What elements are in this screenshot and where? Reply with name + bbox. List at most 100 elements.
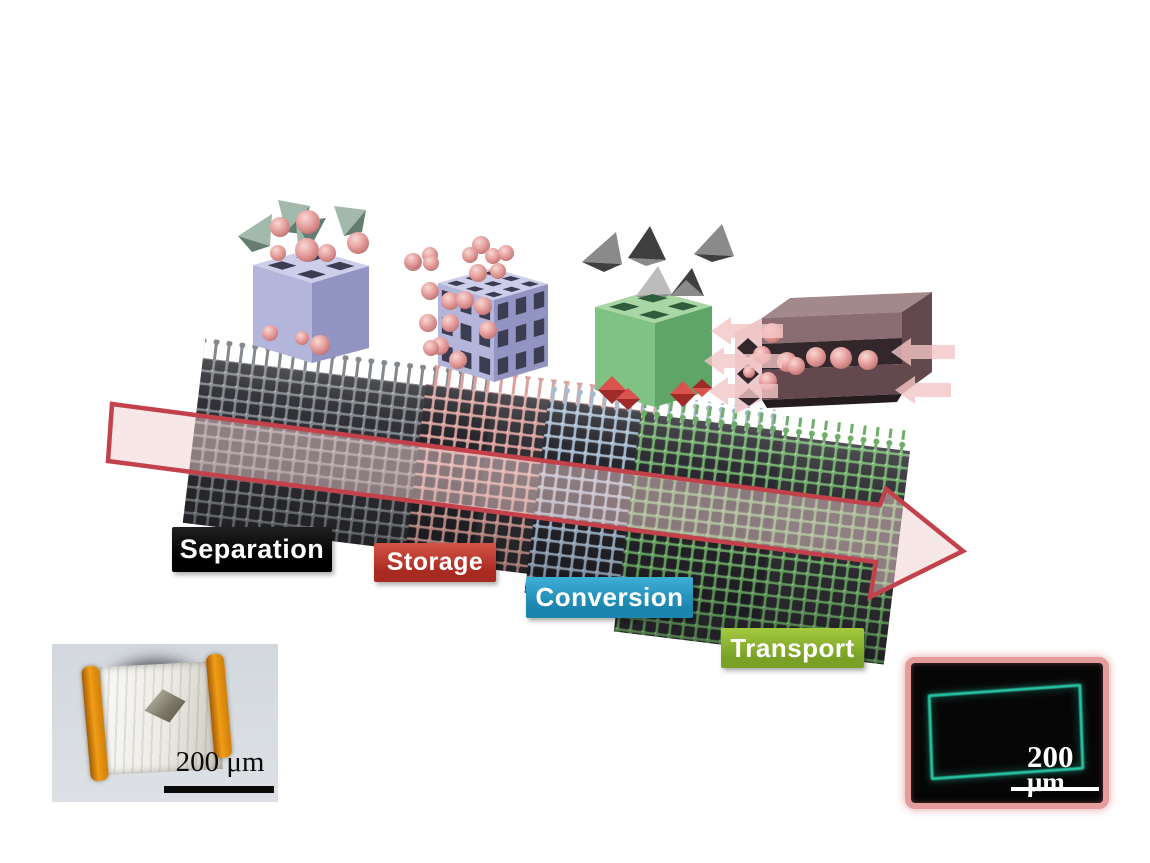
guest-molecule-sphere	[423, 340, 439, 356]
scale-value: 200	[1027, 739, 1074, 774]
guest-molecule-sphere	[405, 253, 421, 269]
guest-molecule-sphere	[262, 325, 278, 341]
octahedron-icon	[598, 376, 626, 390]
octahedron-icon	[670, 381, 696, 394]
fluorescence-micrograph: 200 μm	[905, 657, 1109, 809]
tetrahedron-facet	[694, 254, 734, 262]
pore-opening	[502, 286, 521, 292]
guest-molecule-sphere	[441, 292, 459, 310]
pore-opening	[639, 310, 670, 319]
label-transport: Transport	[721, 628, 864, 668]
guest-molecule-sphere	[498, 245, 514, 261]
pore-opening	[497, 301, 509, 321]
guide-arrow-left	[895, 376, 951, 404]
guest-molecule-sphere	[347, 232, 369, 254]
channel-bottom-edge	[762, 394, 902, 408]
guest-molecule-sphere	[858, 350, 878, 370]
guest-molecule-sphere	[295, 331, 309, 345]
channel-end-face	[902, 292, 932, 394]
pore-opening	[533, 345, 545, 365]
guest-molecule-sphere	[318, 244, 336, 262]
guide-arrow-left	[711, 317, 783, 345]
diffusion-guide-arrows	[704, 317, 955, 405]
pore-opening	[460, 322, 472, 343]
channel-upper-wall	[762, 312, 902, 344]
tetrahedron-facet	[238, 236, 270, 252]
tetrahedron-facet	[628, 258, 666, 266]
octahedron-icon	[616, 388, 640, 399]
pore-opening	[637, 294, 668, 303]
scale-bar	[1011, 787, 1099, 791]
guest-molecule-sphere	[485, 248, 501, 264]
guest-molecule-sphere	[296, 210, 320, 234]
guest-molecule-sphere	[295, 238, 319, 262]
label-conversion: Conversion	[526, 577, 693, 618]
scale-text: 200 μm	[175, 746, 265, 778]
lattice-fur	[202, 338, 496, 396]
pore-opening	[267, 261, 297, 270]
pore-opening	[297, 270, 326, 279]
tetrahedron-icon	[636, 266, 672, 296]
guest-molecule-sphere	[423, 255, 439, 271]
tetrahedron-icon	[238, 214, 272, 246]
cube-top-face	[595, 290, 712, 323]
pore-opening	[483, 281, 503, 287]
octahedron-facet	[598, 390, 626, 404]
pore-opening	[515, 350, 527, 370]
guest-molecule-sphere	[456, 291, 474, 309]
pore-opening	[515, 296, 527, 316]
channel-top-face	[762, 292, 932, 318]
guest-molecule-sphere	[449, 351, 467, 369]
framework-pores	[267, 253, 698, 376]
pore-opening	[609, 302, 640, 311]
guest-molecule-sphere	[310, 335, 330, 355]
tetrahedron-facet	[670, 280, 704, 296]
pore-opening	[325, 261, 355, 271]
guest-molecule-sphere	[474, 297, 492, 315]
scale-unit: μm	[1027, 767, 1065, 797]
pore-opening	[520, 281, 539, 287]
optical-micrograph: 200 μm	[52, 644, 278, 802]
conversion-cube-icon	[595, 290, 712, 407]
label-storage: Storage	[374, 543, 496, 582]
pore-opening	[533, 290, 545, 310]
octahedron-facet	[616, 399, 640, 410]
guest-molecule-sphere	[472, 236, 490, 254]
product-octahedra	[598, 376, 712, 410]
pore-opening	[501, 276, 521, 282]
tetrahedron-icon	[334, 206, 366, 236]
pore-opening	[484, 291, 503, 298]
pore-opening	[667, 302, 698, 311]
guest-molecule-sphere	[462, 247, 478, 263]
pore-opening	[465, 286, 485, 292]
tetrahedron-facet	[344, 210, 366, 236]
guest-molecule-spheres	[262, 210, 878, 390]
pore-opening	[533, 318, 545, 338]
guest-molecule-sphere	[270, 245, 286, 261]
guide-arrow-left	[704, 347, 782, 375]
guest-molecule-sphere	[830, 347, 852, 369]
guide-arrow-left	[891, 338, 955, 366]
lattice-fur	[639, 398, 913, 454]
tetrahedron-icon	[582, 232, 622, 264]
pore-opening	[497, 356, 509, 376]
guest-molecule-sphere	[421, 282, 439, 300]
pore-opening	[447, 280, 466, 286]
pore-opening	[479, 355, 491, 376]
tetrahedron-icon	[628, 226, 666, 260]
pore-opening	[515, 323, 527, 343]
octahedron-facet	[692, 388, 712, 397]
tetrahedron-facet	[582, 262, 622, 272]
tetrahedron-icon	[694, 224, 734, 256]
guest-molecule-sphere	[469, 264, 487, 282]
guest-molecule-sphere	[441, 314, 459, 332]
guest-molecule-sphere	[806, 347, 826, 367]
pore-opening	[497, 328, 509, 348]
guest-molecule-sphere	[787, 357, 805, 375]
process-flow-arrow	[105, 401, 968, 601]
guest-molecule-sphere	[419, 314, 437, 332]
guest-molecule-sphere	[479, 321, 497, 339]
label-separation: Separation	[172, 527, 332, 572]
